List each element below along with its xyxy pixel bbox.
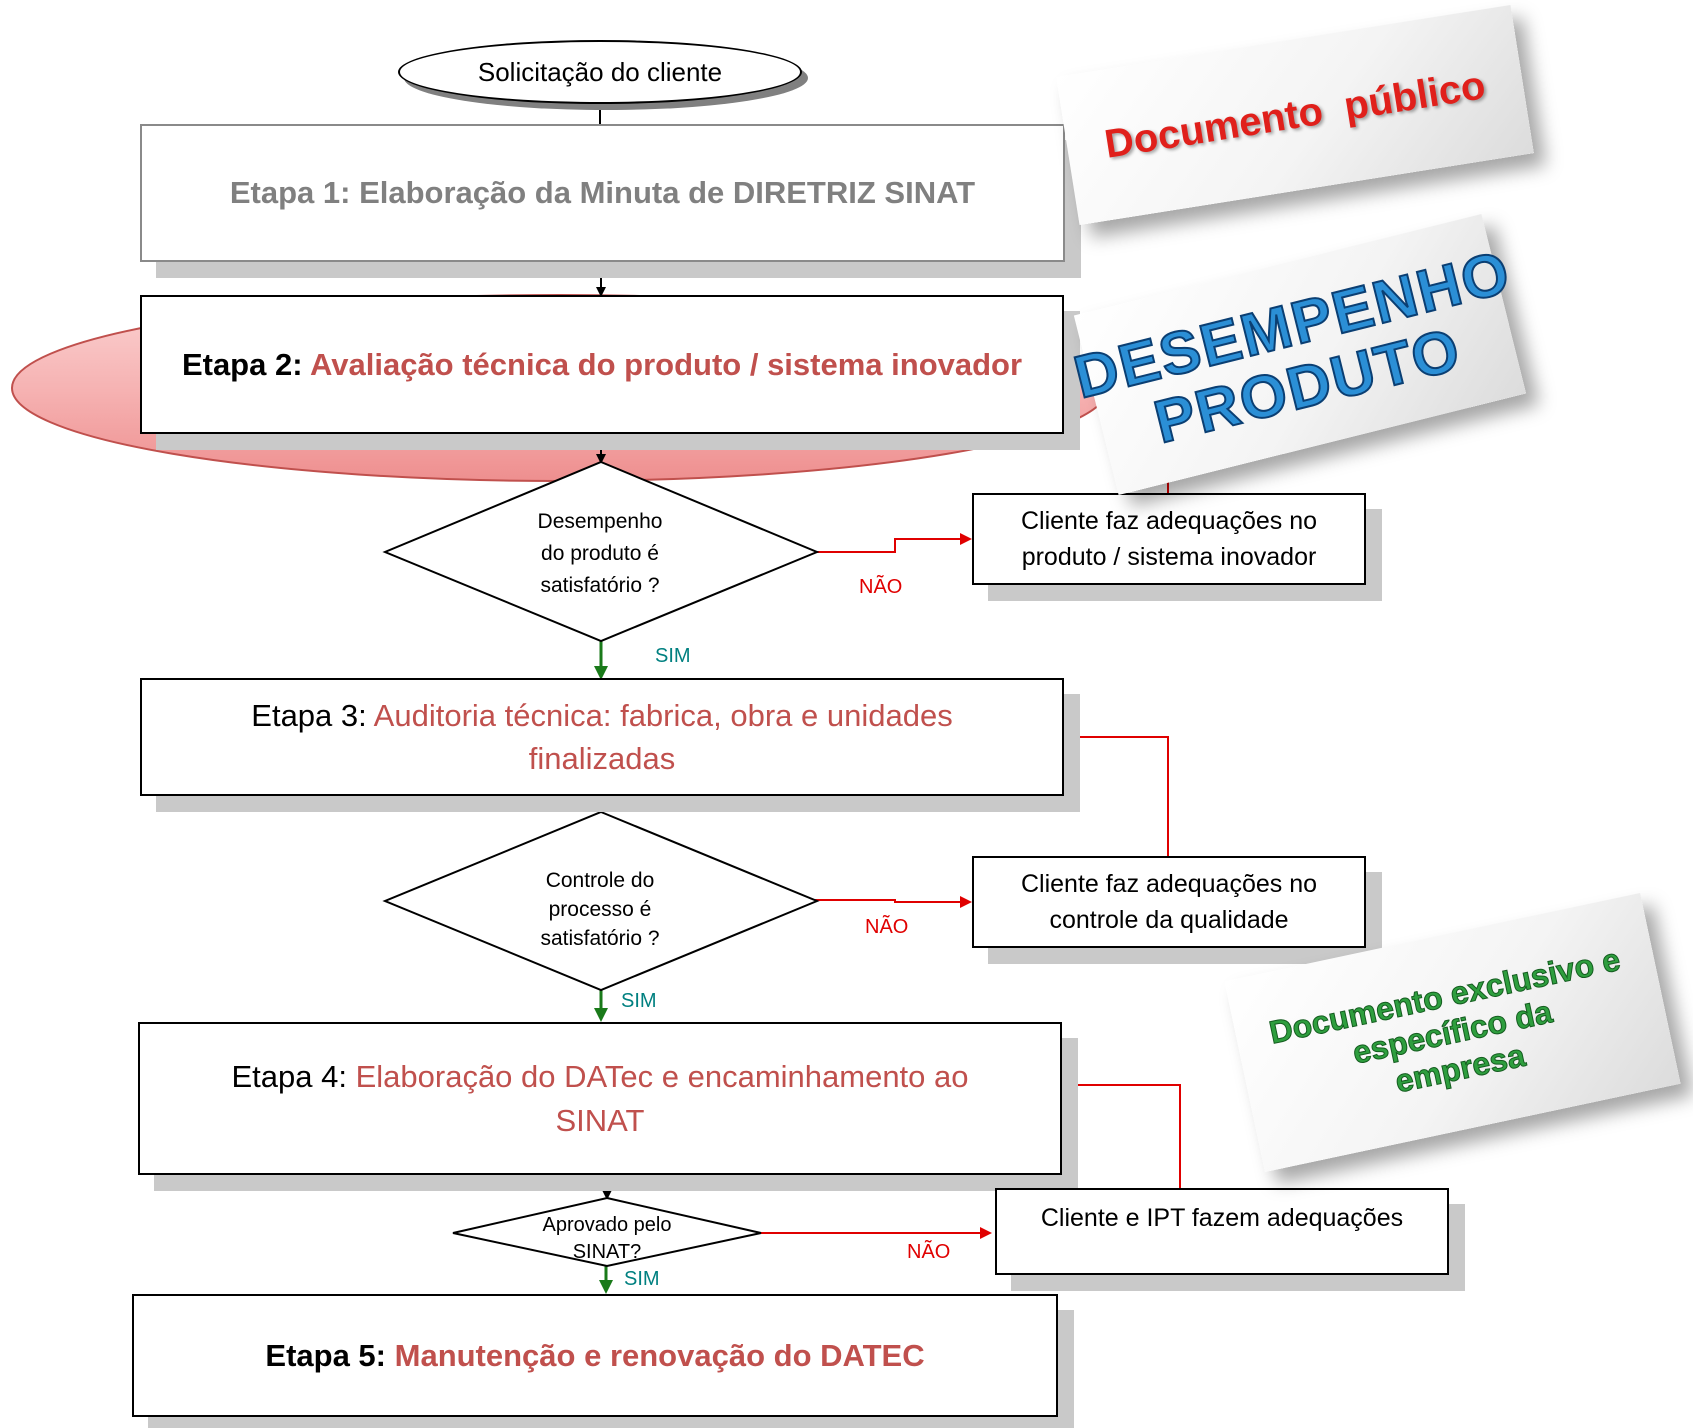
stage-5-prefix: Etapa 5:	[265, 1337, 386, 1373]
edge-f2-s3	[1064, 731, 1169, 856]
fix-1-line1: Cliente faz adequações no	[1020, 506, 1318, 535]
decision-d1-line3: satisfatório ?	[540, 574, 660, 597]
stage-5-text: Etapa 5: Manutenção e renovação do DATEC	[245, 1334, 944, 1377]
stage-3-box: Etapa 3: Auditoria técnica: fabrica, obr…	[140, 678, 1064, 796]
decision-d2-text: Controle do processo é satisfatório ?	[480, 866, 720, 953]
yes-label-2: SIM	[621, 990, 657, 1012]
stage-5-title: Manutenção e renovação do DATEC	[394, 1337, 925, 1373]
fix-2-line1: Cliente faz adequações no	[1020, 869, 1318, 898]
stage-1-box: Etapa 1: Elaboração da Minuta de DIRETRI…	[140, 124, 1065, 262]
start-terminal: Solicitação do cliente	[398, 40, 802, 104]
fix-1-text: Cliente faz adequações no produto / sist…	[1021, 503, 1317, 576]
stage-4-title: Elaboração do DATec e encaminhamento ao …	[355, 1059, 969, 1138]
no-label-1: NÃO	[859, 576, 903, 598]
decision-d1-text: Desempenho do produto é satisfatório ?	[480, 506, 720, 602]
stage-1-title: Etapa 1: Elaboração da Minuta de DIRETRI…	[229, 175, 976, 211]
stage-3-title: Auditoria técnica: fabrica, obra e unida…	[373, 697, 953, 776]
edge-d1-f1	[815, 533, 972, 553]
stage-2-box: Etapa 2: Avaliação técnica do produto / …	[140, 295, 1064, 434]
decision-d3-line1: Aprovado pelo	[542, 1214, 672, 1236]
stage-3-prefix: Etapa 3:	[251, 697, 367, 733]
stage-3-text: Etapa 3: Auditoria técnica: fabrica, obr…	[142, 694, 1062, 781]
stage-2-prefix: Etapa 2:	[181, 346, 303, 382]
decision-d3-shape	[452, 1196, 762, 1268]
stage-4-prefix: Etapa 4:	[231, 1059, 347, 1095]
decision-d1-line1: Desempenho	[537, 510, 663, 533]
decision-d3-text: Aprovado pelo SINAT?	[507, 1212, 707, 1266]
decision-d1-shape	[382, 460, 820, 643]
no-label-3: NÃO	[907, 1241, 951, 1263]
stage-2-title: Avaliação técnica do produto / sistema i…	[310, 346, 1023, 382]
fix-1-line2: produto / sistema inovador	[1021, 543, 1317, 571]
fix-1-box: Cliente faz adequações no produto / sist…	[972, 493, 1366, 585]
decision-d2-shape	[382, 810, 820, 992]
fix-2-box: Cliente faz adequações no controle da qu…	[972, 856, 1366, 948]
stage-5-box: Etapa 5: Manutenção e renovação do DATEC	[132, 1294, 1058, 1417]
fix-3-label: Cliente e IPT fazem adequações	[1040, 1204, 1404, 1232]
no-label-2: NÃO	[865, 916, 909, 938]
stage-4-text: Etapa 4: Elaboração do DATec e encaminha…	[140, 1055, 1060, 1142]
fix-2-line2: controle da qualidade	[1049, 906, 1289, 934]
decision-d2-line2: processo é	[548, 898, 652, 921]
yes-label-1: SIM	[655, 645, 691, 667]
start-label: Solicitação do cliente	[477, 56, 723, 87]
fix-2-text: Cliente faz adequações no controle da qu…	[1021, 866, 1317, 939]
stamp-public-text: Documento público	[1101, 62, 1489, 167]
edge-d2-f2	[815, 896, 972, 908]
decision-d2-line1: Controle do	[545, 869, 655, 892]
stage-4-box: Etapa 4: Elaboração do DATec e encaminha…	[138, 1022, 1062, 1175]
decision-d2-line3: satisfatório ?	[540, 927, 660, 950]
stage-2-text: Etapa 2: Avaliação técnica do produto / …	[162, 343, 1042, 386]
decision-d3-line2: SINAT?	[572, 1241, 642, 1263]
fix-3-box: Cliente e IPT fazem adequações	[995, 1188, 1449, 1275]
decision-d1-line2: do produto é	[541, 542, 659, 565]
edge-f3-s4	[1061, 1079, 1181, 1188]
yes-label-3: SIM	[624, 1268, 660, 1290]
